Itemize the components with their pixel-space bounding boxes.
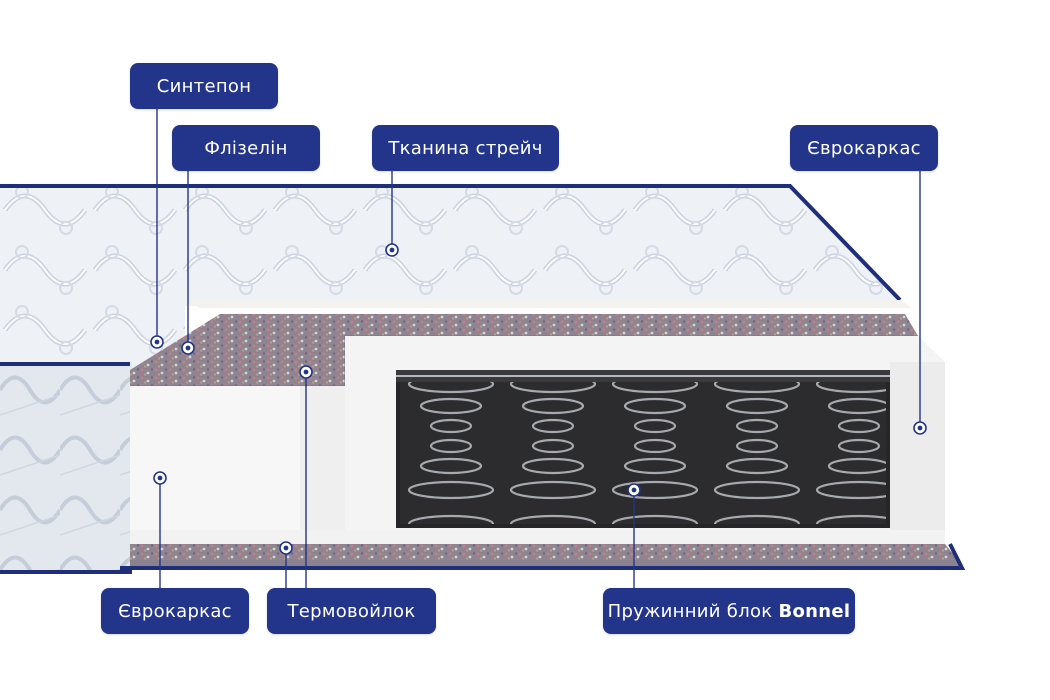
label-tkanyna-stretch: Тканина стрейч bbox=[372, 125, 559, 171]
label-eurokarkas-left: Єврокаркас bbox=[101, 588, 249, 634]
label-eurokarkas-right: Єврокаркас bbox=[790, 125, 938, 171]
label-sintepon: Синтепон bbox=[130, 63, 278, 109]
label-termovoilok-text: Термовойлок bbox=[287, 600, 416, 622]
label-flizelin: Флізелін bbox=[172, 125, 320, 171]
label-spring-block-name: Bonnel bbox=[778, 600, 851, 622]
label-eurokarkas-right-text: Єврокаркас bbox=[807, 137, 921, 159]
label-termovoilok: Термовойлок bbox=[267, 588, 436, 634]
label-sintepon-text: Синтепон bbox=[156, 75, 252, 97]
marker-termovoilok-bottom bbox=[279, 541, 293, 555]
label-spring-block: Пружинний блок Bonnel bbox=[603, 588, 855, 634]
marker-tkanyna bbox=[385, 243, 399, 257]
marker-flizelin bbox=[181, 341, 195, 355]
marker-eurokarkas-left bbox=[153, 471, 167, 485]
label-tkanyna-text: Тканина стрейч bbox=[388, 137, 543, 159]
marker-spring-block bbox=[627, 483, 641, 497]
label-flizelin-text: Флізелін bbox=[204, 137, 288, 159]
marker-sintepon bbox=[150, 335, 164, 349]
label-eurokarkas-left-text: Єврокаркас bbox=[118, 600, 232, 622]
label-spring-block-prefix: Пружинний блок bbox=[607, 600, 773, 622]
marker-termovoilok-top bbox=[299, 365, 313, 379]
marker-eurokarkas-right bbox=[913, 421, 927, 435]
